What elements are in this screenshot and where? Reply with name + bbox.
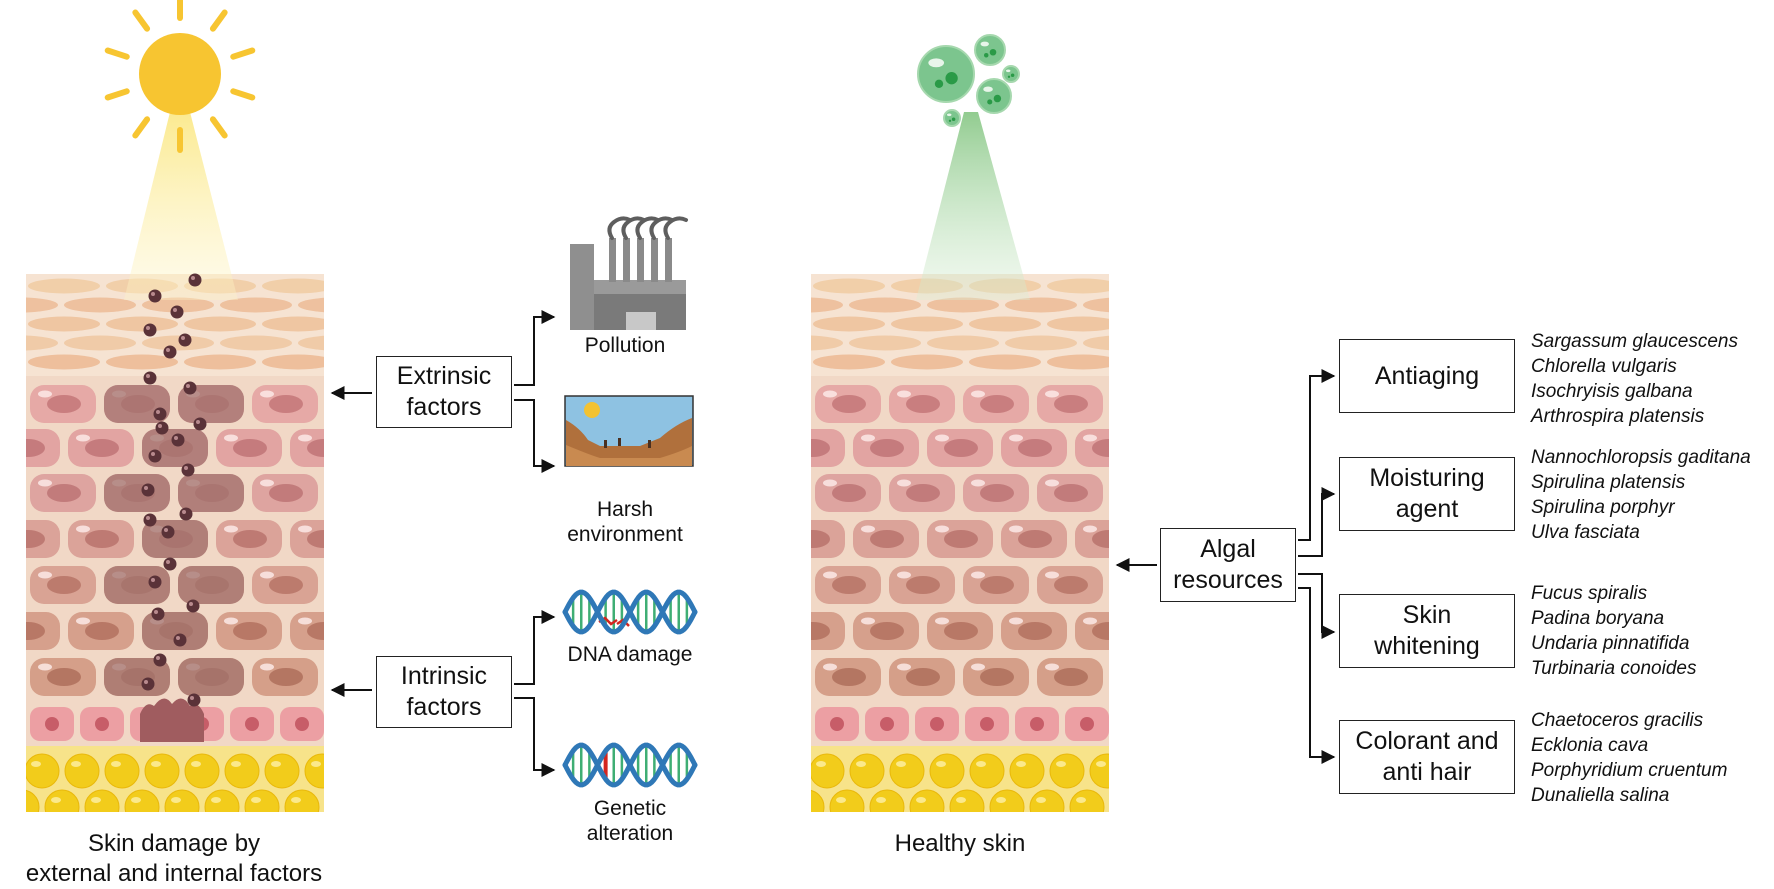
damage-particles bbox=[141, 273, 207, 707]
intrinsic-factors-box: Intrinsic factors bbox=[376, 656, 512, 728]
application-box-colorant-anti-hair: Colorant and anti hair bbox=[1339, 720, 1515, 794]
algal-resources-label: Algal resources bbox=[1173, 535, 1283, 594]
species-name: Dunaliella salina bbox=[1531, 785, 1670, 806]
application-label: Moisturing agent bbox=[1369, 464, 1485, 523]
light-beams bbox=[124, 112, 1030, 300]
species-name: Sargassum glaucescens bbox=[1531, 331, 1738, 352]
harsh-environment-label: Harsh environment bbox=[567, 498, 683, 546]
species-list-antiaging: Sargassum glaucescens Chlorella vulgaris… bbox=[1531, 329, 1738, 429]
species-name: Padina boryana bbox=[1531, 608, 1665, 629]
species-name: Spirulina porphyr bbox=[1531, 497, 1675, 518]
species-name: Ulva fasciata bbox=[1531, 522, 1640, 543]
right-panel-caption: Healthy skin bbox=[894, 830, 1026, 857]
species-name: Turbinaria conoides bbox=[1531, 658, 1697, 679]
extrinsic-factors-box: Extrinsic factors bbox=[376, 356, 512, 428]
species-name: Undaria pinnatifida bbox=[1531, 633, 1690, 654]
application-label: Antiaging bbox=[1374, 361, 1480, 390]
species-list-colorant-anti-hair: Chaetoceros gracilis Ecklonia cava Porph… bbox=[1531, 708, 1727, 808]
intrinsic-factors-label: Intrinsic factors bbox=[400, 662, 488, 721]
sun-icon bbox=[104, 0, 256, 153]
pollution-label: Pollution bbox=[584, 334, 666, 357]
species-list-skin-whitening: Fucus spiralis Padina boryana Undaria pi… bbox=[1531, 581, 1696, 681]
species-list-moisturing-agent: Nannochloropsis gaditana Spirulina plate… bbox=[1531, 445, 1751, 545]
algae-icon bbox=[917, 34, 1020, 127]
genetic-alteration-label: Genetic alteration bbox=[586, 797, 674, 845]
dna-damage-label: DNA damage bbox=[567, 643, 693, 666]
species-name: Chaetoceros gracilis bbox=[1531, 710, 1704, 731]
application-box-antiaging: Antiaging bbox=[1339, 339, 1515, 413]
species-name: Ecklonia cava bbox=[1531, 735, 1649, 756]
species-name: Spirulina platensis bbox=[1531, 472, 1686, 493]
extrinsic-factors-label: Extrinsic factors bbox=[396, 362, 492, 421]
species-name: Chlorella vulgaris bbox=[1531, 356, 1677, 377]
healthy-skin-illustration bbox=[811, 274, 1109, 812]
species-name: Nannochloropsis gaditana bbox=[1531, 447, 1751, 468]
application-box-skin-whitening: Skin whitening bbox=[1339, 594, 1515, 668]
species-name: Isochryisis galbana bbox=[1531, 381, 1693, 402]
desert-icon bbox=[564, 395, 694, 467]
species-name: Fucus spiralis bbox=[1531, 583, 1648, 604]
left-panel-caption: Skin damage by external and internal fac… bbox=[25, 830, 323, 887]
algal-resources-box: Algal resources bbox=[1160, 528, 1296, 602]
factory-icon bbox=[570, 216, 688, 330]
dna-icon bbox=[562, 589, 698, 788]
species-name: Porphyridium cruentum bbox=[1531, 760, 1728, 781]
connector-arrows bbox=[330, 310, 1336, 777]
application-label: Colorant and anti hair bbox=[1355, 727, 1499, 786]
application-label: Skin whitening bbox=[1374, 601, 1480, 660]
species-name: Arthrospira platensis bbox=[1531, 406, 1705, 427]
application-box-moisturing-agent: Moisturing agent bbox=[1339, 457, 1515, 531]
